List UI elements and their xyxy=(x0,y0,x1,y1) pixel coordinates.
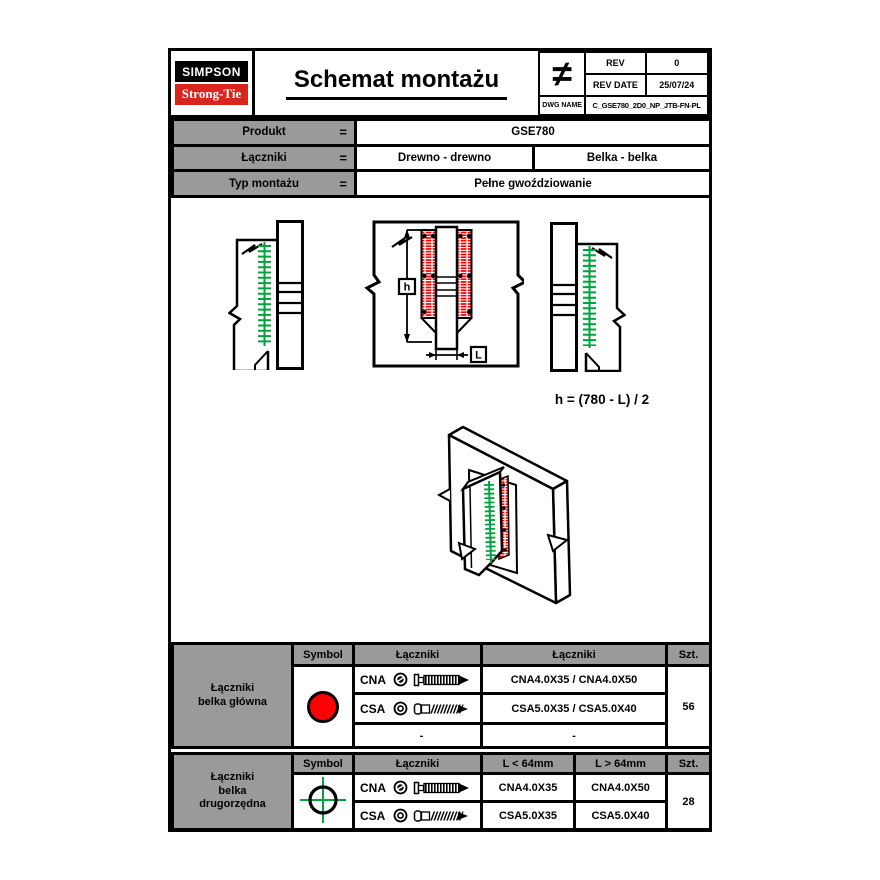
equals-sign: = xyxy=(339,150,347,166)
nail-row-icon xyxy=(484,480,496,564)
rev-date-label: REV DATE xyxy=(584,73,647,97)
break-mark-icon xyxy=(591,247,613,259)
dwg-name-value: C_GSE780_2D0_NP_JTB-FN-PL xyxy=(584,95,709,116)
product-label: Produkt xyxy=(242,126,286,139)
symbol-cell xyxy=(291,772,355,831)
column-header-qty: Szt. xyxy=(665,752,712,775)
secondary-beam-fastener-table: Łączniki belka drugorzędna Symbol Łączni… xyxy=(171,752,712,831)
fastener-code: CNA xyxy=(360,780,386,795)
nail-dots xyxy=(422,233,472,315)
fastener-spec-short: CSA5.0X35 xyxy=(480,800,576,831)
column-header-fastener: Łączniki xyxy=(352,642,483,667)
quantity-value: 28 xyxy=(665,772,712,831)
drawing-sheet: SIMPSON Strong-Tie Schemat montażu ≠ REV… xyxy=(168,48,713,832)
fastener-spec-short: CNA4.0X35 xyxy=(480,772,576,803)
table-row-header: Łączniki belka drugorzędna xyxy=(171,752,294,831)
front-view-drawing: h L xyxy=(364,220,524,368)
mount-type-label: Typ montażu xyxy=(228,177,300,190)
fastener-code: CSA xyxy=(360,808,386,823)
fastener-spec: CNA4.0X35 / CNA4.0X50 xyxy=(480,664,668,695)
fasteners-label: Łączniki xyxy=(241,151,287,164)
logo-strongtie: Strong-Tie xyxy=(175,84,248,105)
fastener-code: - xyxy=(352,722,483,749)
product-label-cell: Produkt = xyxy=(171,118,357,147)
rev-label: REV xyxy=(584,51,647,75)
rev-date-value: 25/07/24 xyxy=(644,73,710,97)
equals-sign: = xyxy=(339,176,347,192)
table-row: CNA CNA4.0X35 CNA4.0X50 xyxy=(173,772,712,831)
column-header-short: L < 64mm xyxy=(480,752,576,775)
break-mark-icon xyxy=(241,243,263,255)
mount-type-value: Pełne gwoździowanie xyxy=(353,169,713,198)
column-header-long: L > 64mm xyxy=(573,752,668,775)
title-cell: Schemat montażu xyxy=(255,51,538,115)
fastener-code: CSA xyxy=(360,701,386,716)
fasteners-value-1: Drewno - drewno xyxy=(354,143,535,173)
document-title: Schemat montażu xyxy=(285,66,508,100)
fastener-spec-long: CSA5.0X40 xyxy=(573,800,668,831)
rev-table: ≠ REV 0 REV DATE 25/07/24 DWG NAME C_GSE… xyxy=(537,51,710,116)
fastener-code-cell: CSA xyxy=(352,800,483,831)
column-header-fastener: Łączniki xyxy=(480,642,668,667)
fasteners-value-2: Belka - belka xyxy=(531,143,713,173)
drawing-area: h L xyxy=(171,198,709,642)
cna-nail-icon xyxy=(413,673,469,686)
csa-head-icon xyxy=(393,701,408,716)
table-row: CNA CNA4.0X35 / CNA4.0X50 xyxy=(173,664,712,749)
dimension-formula: h = (780 - L) / 2 xyxy=(554,392,650,407)
product-row: Typ montażu = Pełne gwoździowanie xyxy=(171,169,713,198)
rev-value: 0 xyxy=(644,51,710,75)
projection-symbol-icon: ≠ xyxy=(537,51,587,97)
table-row: CSA CSA5.0X35 CSA5.0X4 xyxy=(173,800,711,831)
cna-head-icon xyxy=(393,780,408,795)
column-header-qty: Szt. xyxy=(665,642,712,667)
fastener-spec: CSA5.0X35 / CSA5.0X40 xyxy=(480,692,668,725)
table-row: CSA CSA5.0X35 / CSA5.0X40 xyxy=(173,692,711,725)
side-view-right-drawing xyxy=(550,222,626,372)
cna-nail-icon xyxy=(413,781,469,794)
symbol-red-circle-icon xyxy=(307,690,339,723)
csa-screw-icon xyxy=(413,809,468,822)
column-header-symbol: Symbol xyxy=(291,642,355,667)
csa-screw-icon xyxy=(413,702,468,715)
fastener-code: CNA xyxy=(360,672,386,687)
column-header-fastener: Łączniki xyxy=(352,752,483,775)
product-table: Produkt = GSE780 Łączniki = Drewno - dre… xyxy=(171,118,713,198)
dim-h-label: h xyxy=(404,282,411,294)
table-row-header: Łączniki belka główna xyxy=(171,642,294,749)
secondary-beam xyxy=(434,225,459,351)
product-value: GSE780 xyxy=(353,118,713,147)
column-header-symbol: Symbol xyxy=(291,752,355,775)
fasteners-label-cell: Łączniki = xyxy=(171,143,357,173)
dimension-l xyxy=(426,345,488,364)
product-row: Produkt = GSE780 xyxy=(171,118,713,147)
break-wedges xyxy=(436,488,570,561)
mount-type-label-cell: Typ montażu = xyxy=(171,169,357,198)
dim-l-label: L xyxy=(475,350,482,362)
fastener-spec-long: CNA4.0X50 xyxy=(573,772,668,803)
quantity-value: 56 xyxy=(665,664,712,749)
symbol-crosshair-icon xyxy=(300,777,346,823)
title-block: SIMPSON Strong-Tie Schemat montażu ≠ REV… xyxy=(171,51,710,118)
fastener-spec: - xyxy=(480,722,668,749)
symbol-cell xyxy=(291,664,355,749)
csa-head-icon xyxy=(393,808,408,823)
table-row: - - xyxy=(173,722,711,749)
dimension-h xyxy=(397,229,432,343)
cna-head-icon xyxy=(393,672,408,687)
fastener-code-cell: CNA xyxy=(352,664,483,695)
fastener-code-cell: CNA xyxy=(352,772,483,803)
logo: SIMPSON Strong-Tie xyxy=(171,51,255,115)
break-mark-icon xyxy=(391,236,413,248)
equals-sign: = xyxy=(339,124,347,140)
main-beam-fastener-table: Łączniki belka główna Symbol Łączniki Łą… xyxy=(171,642,712,749)
revision-block: ≠ REV 0 REV DATE 25/07/24 DWG NAME C_GSE… xyxy=(537,51,710,116)
isometric-view-drawing xyxy=(436,425,572,605)
fastener-code-cell: CSA xyxy=(352,692,483,725)
side-view-left-drawing xyxy=(228,220,304,370)
dwg-name-label: DWG NAME xyxy=(537,95,587,116)
product-row: Łączniki = Drewno - drewno Belka - belka xyxy=(171,143,713,173)
logo-simpson: SIMPSON xyxy=(175,61,248,82)
